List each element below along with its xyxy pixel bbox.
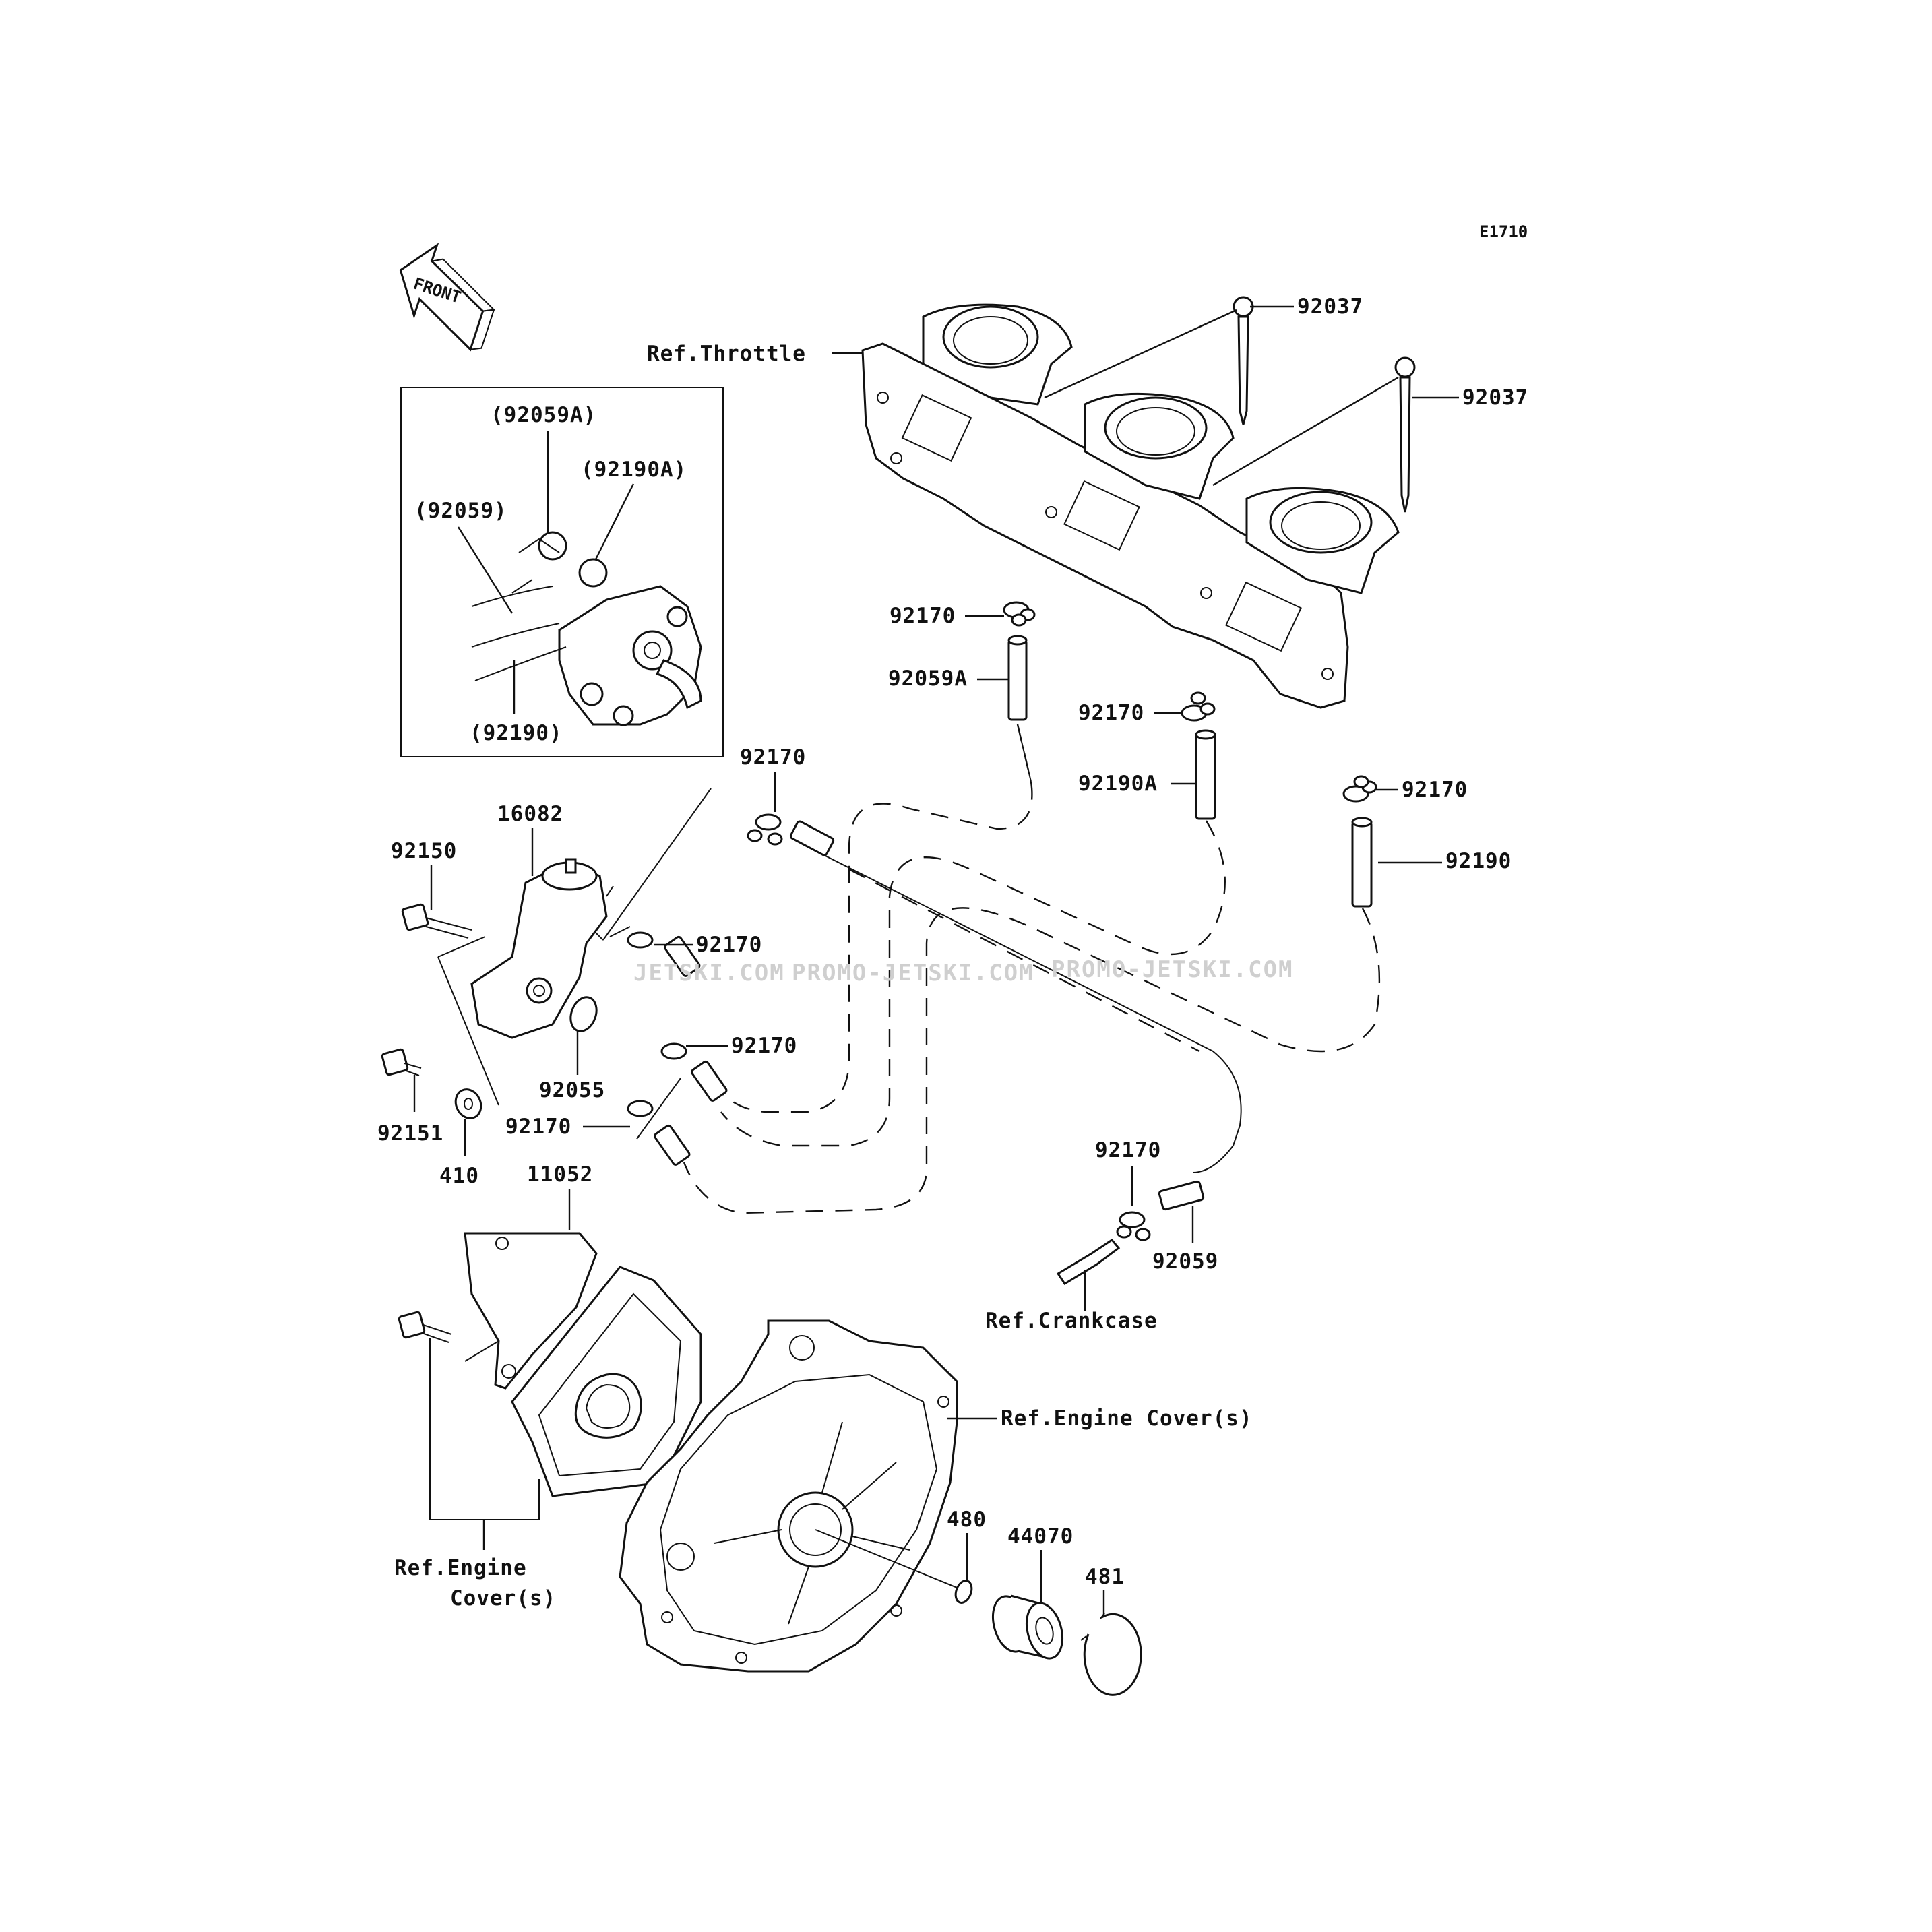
pump-gasket-plate	[511, 1266, 702, 1497]
ref-engine-cover-left-2: Cover(s)	[450, 1586, 556, 1611]
label-92170-crank: 92170	[1095, 1138, 1161, 1162]
bolt-engine-cover	[398, 1311, 452, 1343]
label-92059A: 92059A	[888, 666, 968, 691]
short-hoses	[627, 931, 728, 1166]
oil-pump-16082	[470, 858, 608, 1039]
label-410: 410	[439, 1164, 479, 1188]
diagram-code: E1710	[1479, 222, 1528, 241]
bolt-92150	[401, 903, 472, 939]
ref-engine-cover-right: Ref.Engine Cover(s)	[1001, 1406, 1253, 1431]
inset-label-92059: (92059)	[414, 499, 507, 523]
clip-92170-mid	[1181, 691, 1216, 722]
label-92055: 92055	[539, 1078, 605, 1102]
label-92059: 92059	[1152, 1249, 1218, 1274]
label-92037-a: 92037	[1297, 294, 1363, 319]
washer-410	[454, 1088, 482, 1119]
engine-cover	[619, 1319, 958, 1673]
o-ring-92055	[569, 996, 598, 1032]
label-16082: 16082	[497, 802, 563, 826]
clip-92170-hose	[747, 813, 783, 846]
label-92037-b: 92037	[1462, 385, 1528, 410]
label-92170-mid: 92170	[1078, 701, 1144, 725]
inset-detail-box: (92059A) (92190A) (92059) (92190)	[400, 387, 724, 757]
pin-92037-b: 92037	[1212, 356, 1528, 513]
hose-92059	[1158, 1180, 1205, 1211]
label-480: 480	[947, 1507, 987, 1532]
label-92170-hose: 92170	[740, 745, 806, 770]
throttle-manifold	[861, 303, 1400, 709]
label-92170-c: 92170	[505, 1115, 571, 1139]
watermark-3: PROMO-JETSKI.COM	[1051, 956, 1294, 983]
clip-92170-right	[1342, 775, 1377, 803]
oil-hose-routing	[683, 724, 1381, 1214]
label-11052: 11052	[527, 1162, 593, 1187]
label-92190A: 92190A	[1078, 772, 1158, 796]
label-92170-top: 92170	[890, 604, 956, 628]
bracket-11052	[464, 1232, 598, 1390]
label-92170-b: 92170	[731, 1034, 797, 1058]
hose-92190A	[1195, 729, 1216, 820]
pin-92037-a: 92037	[1044, 294, 1363, 425]
label-92170-a: 92170	[696, 933, 762, 957]
label-481: 481	[1085, 1565, 1125, 1589]
hose-92059A	[1007, 635, 1028, 721]
label-92170-right: 92170	[1402, 778, 1468, 802]
hose-92190	[1351, 817, 1373, 908]
ring-480	[954, 1580, 973, 1604]
circlip-481	[1080, 1613, 1142, 1696]
inset-label-92190: (92190)	[470, 721, 563, 745]
label-92190: 92190	[1445, 849, 1512, 873]
ref-crankcase: Ref.Crankcase	[985, 1309, 1158, 1333]
label-92151: 92151	[377, 1121, 443, 1146]
bolt-92151	[381, 1048, 422, 1076]
clip-92170-top	[1003, 601, 1036, 627]
ref-engine-cover-left-1: Ref.Engine	[394, 1556, 527, 1580]
watermark-1: JETSKI.COM	[633, 960, 785, 987]
label-92150: 92150	[391, 839, 457, 863]
inset-label-92190A: (92190A)	[581, 458, 687, 482]
watermark-2: PROMO-JETSKI.COM	[792, 960, 1034, 987]
crankcase-fitting	[1056, 1239, 1121, 1286]
front-arrow-icon: FRONT	[399, 243, 496, 352]
clip-92170-crank	[1116, 1211, 1151, 1241]
inset-label-92059A: (92059A)	[491, 403, 596, 427]
bearing-44070	[992, 1594, 1063, 1660]
ref-throttle: Ref.Throttle	[647, 342, 806, 366]
label-44070: 44070	[1007, 1524, 1073, 1549]
